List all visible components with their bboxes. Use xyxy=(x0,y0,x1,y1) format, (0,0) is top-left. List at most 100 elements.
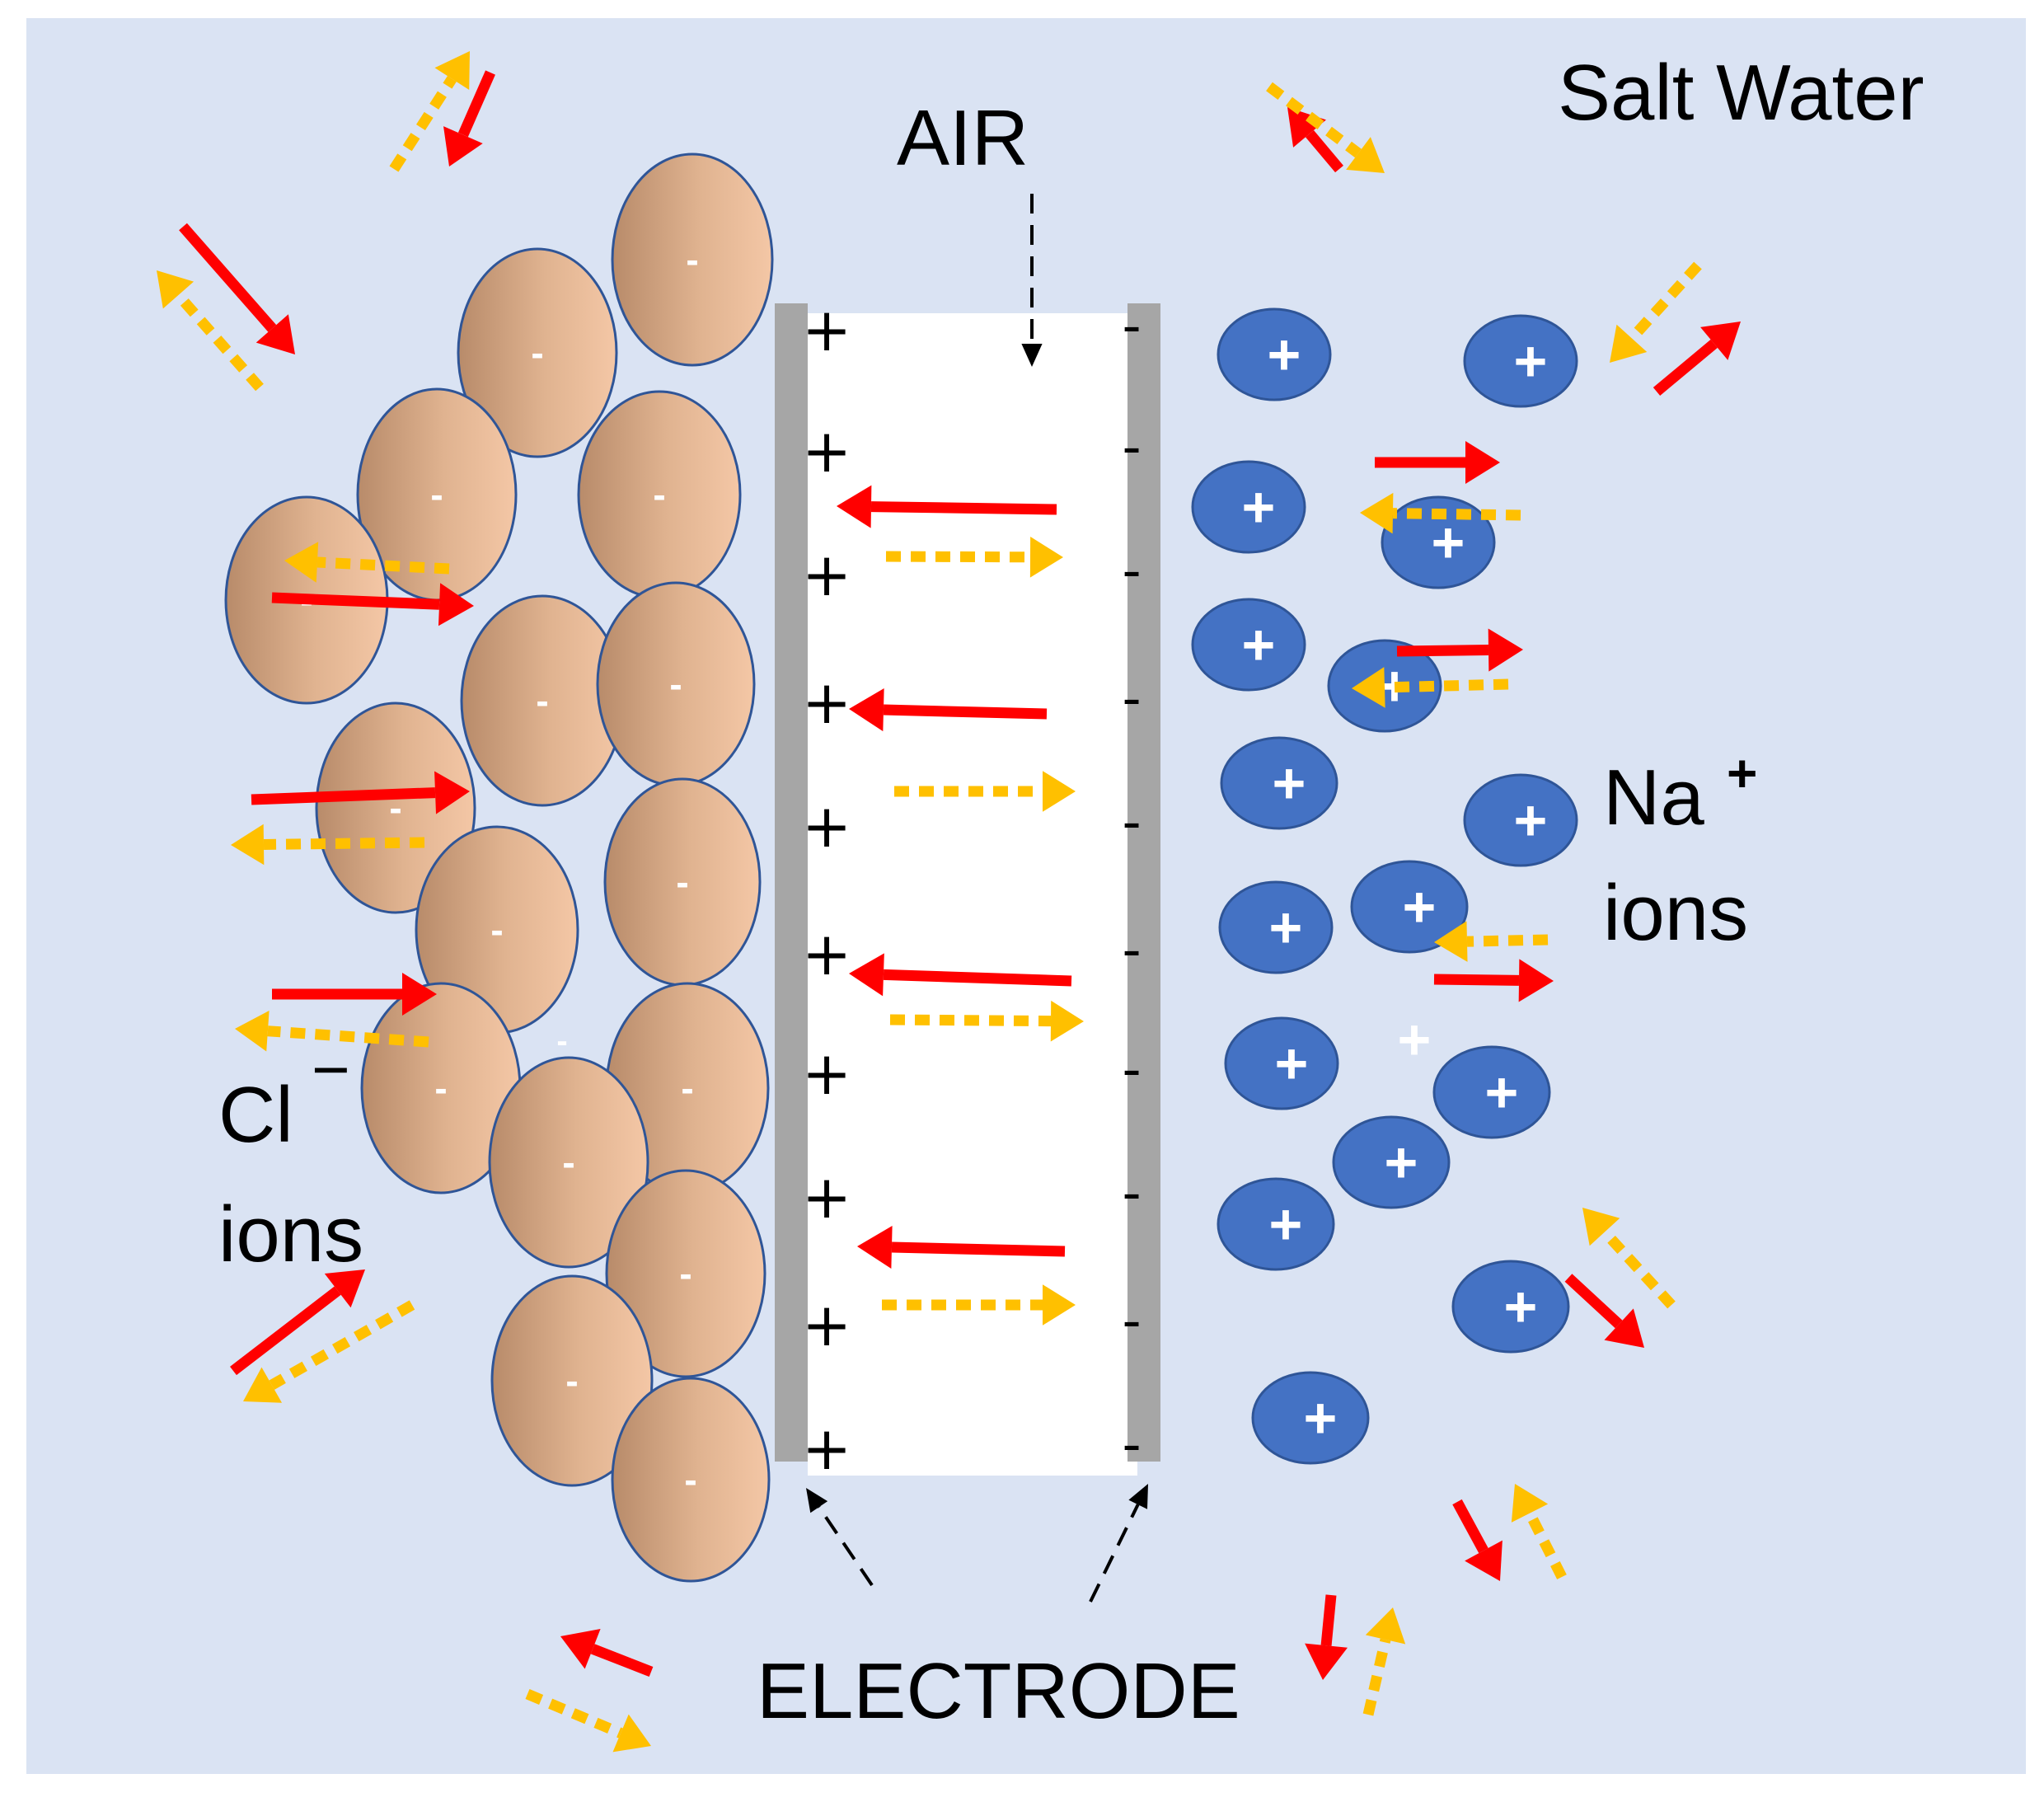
chloride-ion: - xyxy=(603,777,762,987)
negative-plate-sign: - xyxy=(1122,296,1141,357)
red-force-arrow xyxy=(1375,440,1500,485)
na-ions-label: ions xyxy=(1603,869,1748,957)
ion-plus-sign: + xyxy=(1403,875,1437,939)
ion-minus-sign: - xyxy=(565,1359,578,1402)
ion-plus-sign: + xyxy=(1269,1192,1303,1256)
yellow-dashed-arrow xyxy=(284,542,450,583)
yellow-dashed-arrow xyxy=(235,1010,429,1052)
ion-minus-sign: - xyxy=(430,473,443,516)
sodium-ion: + xyxy=(1432,1045,1551,1139)
sodium-ion: + xyxy=(1451,1260,1570,1354)
red-force-arrow xyxy=(179,223,295,354)
ion-plus-sign: + xyxy=(1273,751,1306,815)
yellow-dashed-arrow xyxy=(1511,1484,1567,1579)
ion-plus-sign: + xyxy=(1242,475,1276,539)
positive-plate-sign: + xyxy=(802,1039,851,1108)
positive-plate-sign: + xyxy=(802,791,851,861)
yellow-dashed-arrow xyxy=(1352,667,1509,708)
ion-minus-sign: - xyxy=(434,1067,447,1110)
ion-plus-sign: + xyxy=(1304,1386,1338,1450)
chloride-ion: - xyxy=(577,390,742,599)
chloride-ion: - xyxy=(457,247,618,458)
positive-plate-sign: + xyxy=(802,416,851,486)
ion-plus-sign: + xyxy=(1514,329,1548,393)
red-force-arrow xyxy=(272,972,437,1016)
positive-plate-sign: + xyxy=(802,540,851,609)
chloride-ion: - xyxy=(488,1056,649,1269)
red-force-arrow xyxy=(837,485,1057,528)
sodium-ion: + xyxy=(1191,598,1306,692)
sodium-ion: + xyxy=(1463,773,1578,867)
red-force-arrow xyxy=(1564,1274,1644,1348)
pointer-arrow xyxy=(1089,1484,1148,1603)
red-force-arrow xyxy=(1653,321,1741,396)
ion-minus-sign: - xyxy=(684,1458,696,1501)
na-symbol: Na xyxy=(1603,753,1704,842)
chloride-ion: - xyxy=(490,1274,654,1487)
yellow-dashed-arrow xyxy=(1610,261,1702,363)
red-force-arrow xyxy=(1305,1594,1348,1680)
cl-symbol: Cl xyxy=(218,1071,293,1159)
negative-electrode-plate xyxy=(1127,303,1160,1462)
positive-plate-sign: + xyxy=(802,295,851,364)
red-force-arrow xyxy=(1396,628,1523,672)
sodium-ion: + xyxy=(1191,460,1306,554)
negative-plate-sign: - xyxy=(1122,1415,1141,1476)
ion-minus-sign: - xyxy=(556,1023,567,1059)
negative-plate-sign: - xyxy=(1122,669,1141,730)
sodium-ion: + xyxy=(1350,860,1469,954)
yellow-dashed-arrow xyxy=(157,270,264,392)
chloride-ion: - xyxy=(596,581,756,787)
red-force-arrow xyxy=(849,688,1048,732)
ion-minus-sign: - xyxy=(531,331,543,374)
yellow-dashed-arrow xyxy=(389,51,470,172)
ion-plus-sign: + xyxy=(1514,788,1548,852)
ion-minus-sign: - xyxy=(679,1252,691,1295)
pointer-arrow xyxy=(1021,194,1043,367)
yellow-dashed-arrow xyxy=(1266,82,1385,173)
positive-plate-sign: + xyxy=(802,1290,851,1359)
yellow-dashed-arrow xyxy=(889,1000,1084,1042)
ion-plus-sign: + xyxy=(1398,1007,1432,1072)
ion-minus-sign: - xyxy=(676,861,688,903)
chloride-ion: - xyxy=(605,1169,766,1378)
sodium-ion: + xyxy=(1381,495,1496,589)
negative-plate-sign: - xyxy=(1122,1163,1141,1224)
chloride-ion: - xyxy=(611,1377,771,1583)
positive-plate-sign: + xyxy=(802,668,851,737)
sodium-ion: + xyxy=(1217,307,1332,401)
ion-minus-sign: - xyxy=(681,1067,693,1110)
positive-plate-sign: + xyxy=(802,919,851,988)
ion-plus-sign: + xyxy=(1432,510,1465,575)
pointer-arrow xyxy=(806,1488,874,1587)
sodium-ion: + xyxy=(1463,314,1578,408)
sodium-ion: + xyxy=(1332,1115,1451,1209)
red-force-arrow xyxy=(443,70,495,167)
ion-minus-sign: - xyxy=(669,663,682,706)
sodium-ion: + xyxy=(1218,880,1334,974)
yellow-dashed-arrow xyxy=(882,1284,1076,1326)
negative-plate-sign: - xyxy=(1122,792,1141,853)
negative-plate-sign: - xyxy=(1122,541,1141,602)
ion-plus-sign: + xyxy=(1485,1060,1519,1124)
negative-plate-sign: - xyxy=(1122,1291,1141,1352)
ion-plus-sign: + xyxy=(1504,1274,1538,1339)
yellow-dashed-arrow xyxy=(243,1300,415,1403)
ion-minus-sign: - xyxy=(536,679,548,722)
yellow-dashed-arrow xyxy=(525,1689,651,1753)
red-force-arrow xyxy=(849,953,1072,997)
yellow-dashed-arrow xyxy=(1434,921,1549,962)
electrode-label: ELECTRODE xyxy=(757,1647,1240,1735)
ion-plus-sign: + xyxy=(1242,612,1276,677)
sodium-ion: + xyxy=(1251,1371,1370,1465)
red-force-arrow xyxy=(1452,1499,1503,1581)
positive-plate-sign: + xyxy=(802,1414,851,1483)
ion-minus-sign: - xyxy=(686,238,698,281)
sodium-ion: + xyxy=(1217,1177,1335,1271)
chloride-ion: - xyxy=(315,702,476,914)
chloride-ion: - xyxy=(415,825,579,1035)
red-force-arrow xyxy=(560,1629,654,1678)
red-force-arrow xyxy=(271,583,474,626)
ion-minus-sign: - xyxy=(653,473,665,516)
